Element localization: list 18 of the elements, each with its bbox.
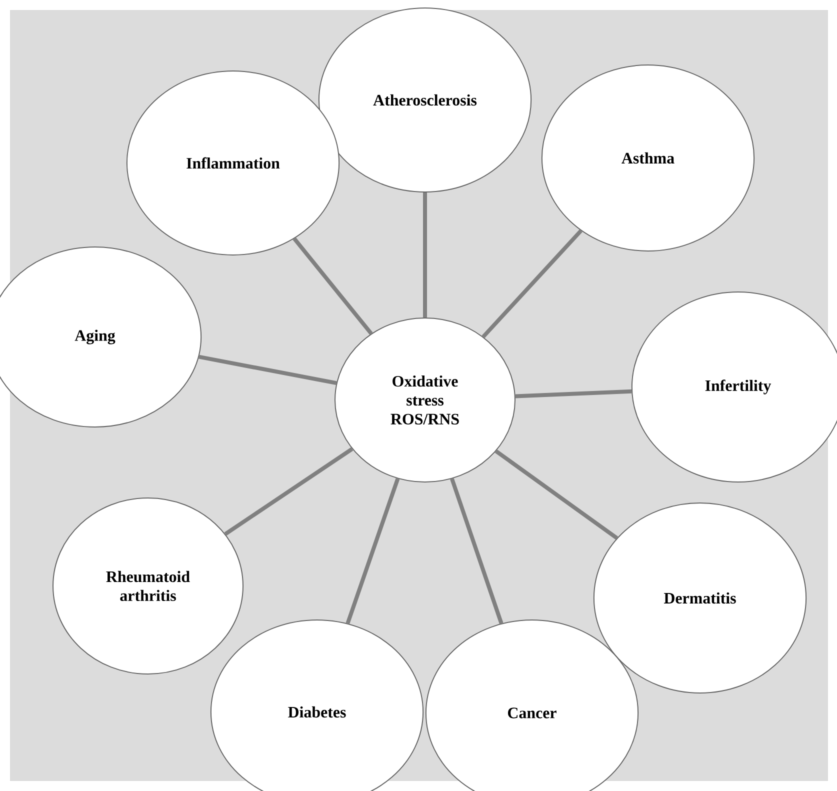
connector-line	[292, 237, 373, 335]
ellipse-node: Atherosclerosis	[318, 8, 532, 192]
ellipse-node: Rheumatoid arthritis	[52, 497, 244, 674]
ellipse-node: Infertility	[631, 291, 837, 482]
ellipse-node: Cancer	[425, 619, 639, 791]
connector-line	[515, 389, 632, 398]
connector-line	[198, 354, 337, 386]
ellipse-node: Diabetes	[210, 619, 424, 791]
ellipse-node: Inflammation	[126, 70, 340, 256]
connector-line	[346, 478, 400, 624]
ellipse-node: Asthma	[541, 64, 755, 252]
connector-line	[482, 229, 582, 338]
connector-line	[423, 192, 427, 318]
connector-line	[450, 478, 504, 624]
connector-line	[224, 447, 354, 536]
ellipse-node: Oxidative stress ROS/RNS	[334, 317, 516, 482]
connector-line	[494, 450, 618, 540]
ellipse-node: Dermatitis	[593, 502, 807, 694]
